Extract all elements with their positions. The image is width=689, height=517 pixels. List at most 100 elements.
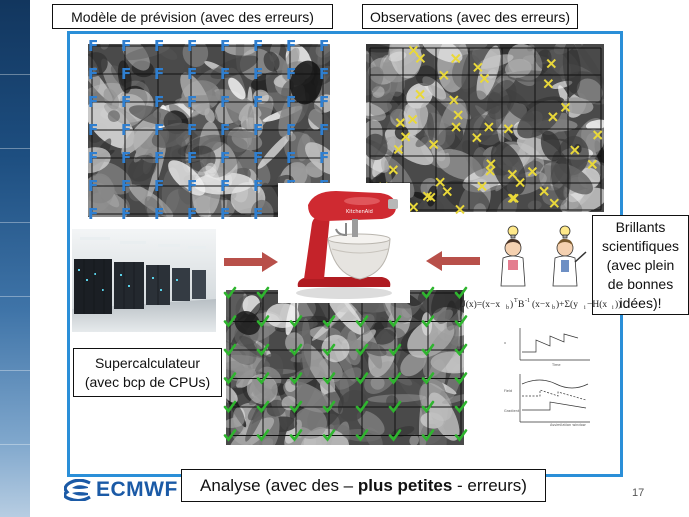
observation-marker-x [477,181,487,192]
model-marker-f: F [220,65,230,83]
observation-marker-x [449,95,459,105]
scientists-label-line-2: scientifiques [601,237,680,254]
analysis-marker-check [256,372,270,385]
svg-text:-1: -1 [525,298,530,304]
observation-marker-x [549,198,559,208]
analysis-marker-check [256,286,270,300]
model-marker-f: F [88,177,98,195]
analysis-marker-check [289,429,303,442]
analysis-marker-check [322,429,336,442]
model-marker-f: F [286,121,296,139]
observation-marker-x [408,202,419,212]
analysis-marker-check [223,315,237,328]
observation-marker-x [472,132,482,143]
model-marker-f: F [253,121,263,139]
observation-marker-x [539,186,549,196]
model-marker-f: F [253,177,263,195]
model-marker-f: F [253,149,263,167]
decorative-side-stripe [0,0,30,517]
model-marker-f: F [220,37,230,55]
analysis-marker-check [256,343,270,357]
analysis-marker-check [421,315,435,328]
svg-text:x: x [504,341,506,345]
svg-text:)+Σ(y: )+Σ(y [556,299,578,310]
analysis-marker-check [388,343,402,357]
analysis-label-prefix: Analyse (avec des – [200,475,358,495]
analysis-marker-check [454,315,468,328]
model-marker-f: F [220,205,230,223]
svg-text:b: b [552,305,555,311]
svg-text:): ) [510,299,513,310]
analysis-marker-check [421,400,435,414]
analysis-marker-check [223,343,237,357]
observation-marker-x [503,124,514,134]
observation-marker-x [543,78,554,89]
model-marker-f: F [88,149,98,167]
model-marker-f: F [88,65,98,83]
observation-marker-x [570,145,580,155]
model-marker-f: F [121,149,131,167]
model-marker-f: F [88,37,98,55]
observation-marker-x [548,112,558,122]
model-marker-f: F [319,37,329,55]
cost-function-formula: J(x)=(x−x b ) T B -1 (x−x b )+Σ(y i −H(x… [462,293,622,321]
ecmwf-logo: ECMWF [64,478,178,502]
observation-marker-x [507,193,518,203]
model-marker-f: F [319,121,329,139]
observation-marker-x [587,159,598,170]
stand-mixer-photo: KitchenAid [278,183,410,303]
observations-satellite-image [366,44,604,212]
model-marker-f: F [253,93,263,111]
model-marker-f: F [121,65,131,83]
analysis-marker-check [388,315,402,328]
model-marker-f: F [187,177,197,195]
analysis-marker-check [421,372,435,385]
supercomputer-to-mixer-arrow [224,252,278,272]
ecmwf-logo-icon [64,479,91,501]
analysis-marker-check [355,429,369,442]
analysis-marker-check [223,429,237,442]
observation-marker-x [546,58,557,69]
model-label: Modèle de prévision (avec des erreurs) [52,4,333,29]
model-marker-f: F [253,205,263,223]
model-marker-f: F [154,149,164,167]
observation-marker-x [435,177,445,187]
analysis-label: Analyse (avec des – plus petites - erreu… [181,469,546,502]
model-marker-f: F [121,121,131,139]
analysis-marker-check [322,400,336,414]
supercomputer-photo [72,229,216,332]
analysis-marker-check [454,429,468,442]
svg-text:−H(x: −H(x [587,299,607,310]
analysis-marker-check [223,286,237,300]
scientists-label-line-1: Brillants [615,218,666,235]
model-marker-f: F [154,121,164,139]
supercomputer-label: Supercalculateur (avec bcp de CPUs) [73,348,222,397]
observation-marker-x [442,186,452,197]
analysis-marker-check [322,372,336,385]
model-marker-f: F [220,177,230,195]
observation-marker-x [515,177,525,188]
analysis-marker-check [289,400,303,414]
model-marker-f: F [88,121,98,139]
model-marker-f: F [88,205,98,223]
analysis-marker-check [421,429,435,442]
observation-marker-x [451,53,461,64]
svg-text:b: b [506,305,509,311]
model-label-text: Modèle de prévision (avec des erreurs) [71,8,314,25]
ecmwf-logo-text: ECMWF [96,478,178,501]
observations-label: Observations (avec des erreurs) [362,4,578,29]
observation-marker-x [451,122,461,132]
analysis-marker-check [388,400,402,414]
observations-label-text: Observations (avec des erreurs) [370,8,570,25]
observation-marker-x [453,110,463,120]
analysis-marker-check [421,343,435,357]
analysis-marker-check [355,400,369,414]
analysis-marker-check [355,315,369,328]
analysis-marker-check [223,400,237,414]
analysis-label-suffix: - erreurs) [452,475,527,495]
observation-marker-x [415,89,425,100]
analysis-marker-check [454,343,468,357]
model-marker-f: F [154,65,164,83]
observation-marker-x [415,53,426,64]
svg-text:KitchenAid: KitchenAid [346,209,373,215]
